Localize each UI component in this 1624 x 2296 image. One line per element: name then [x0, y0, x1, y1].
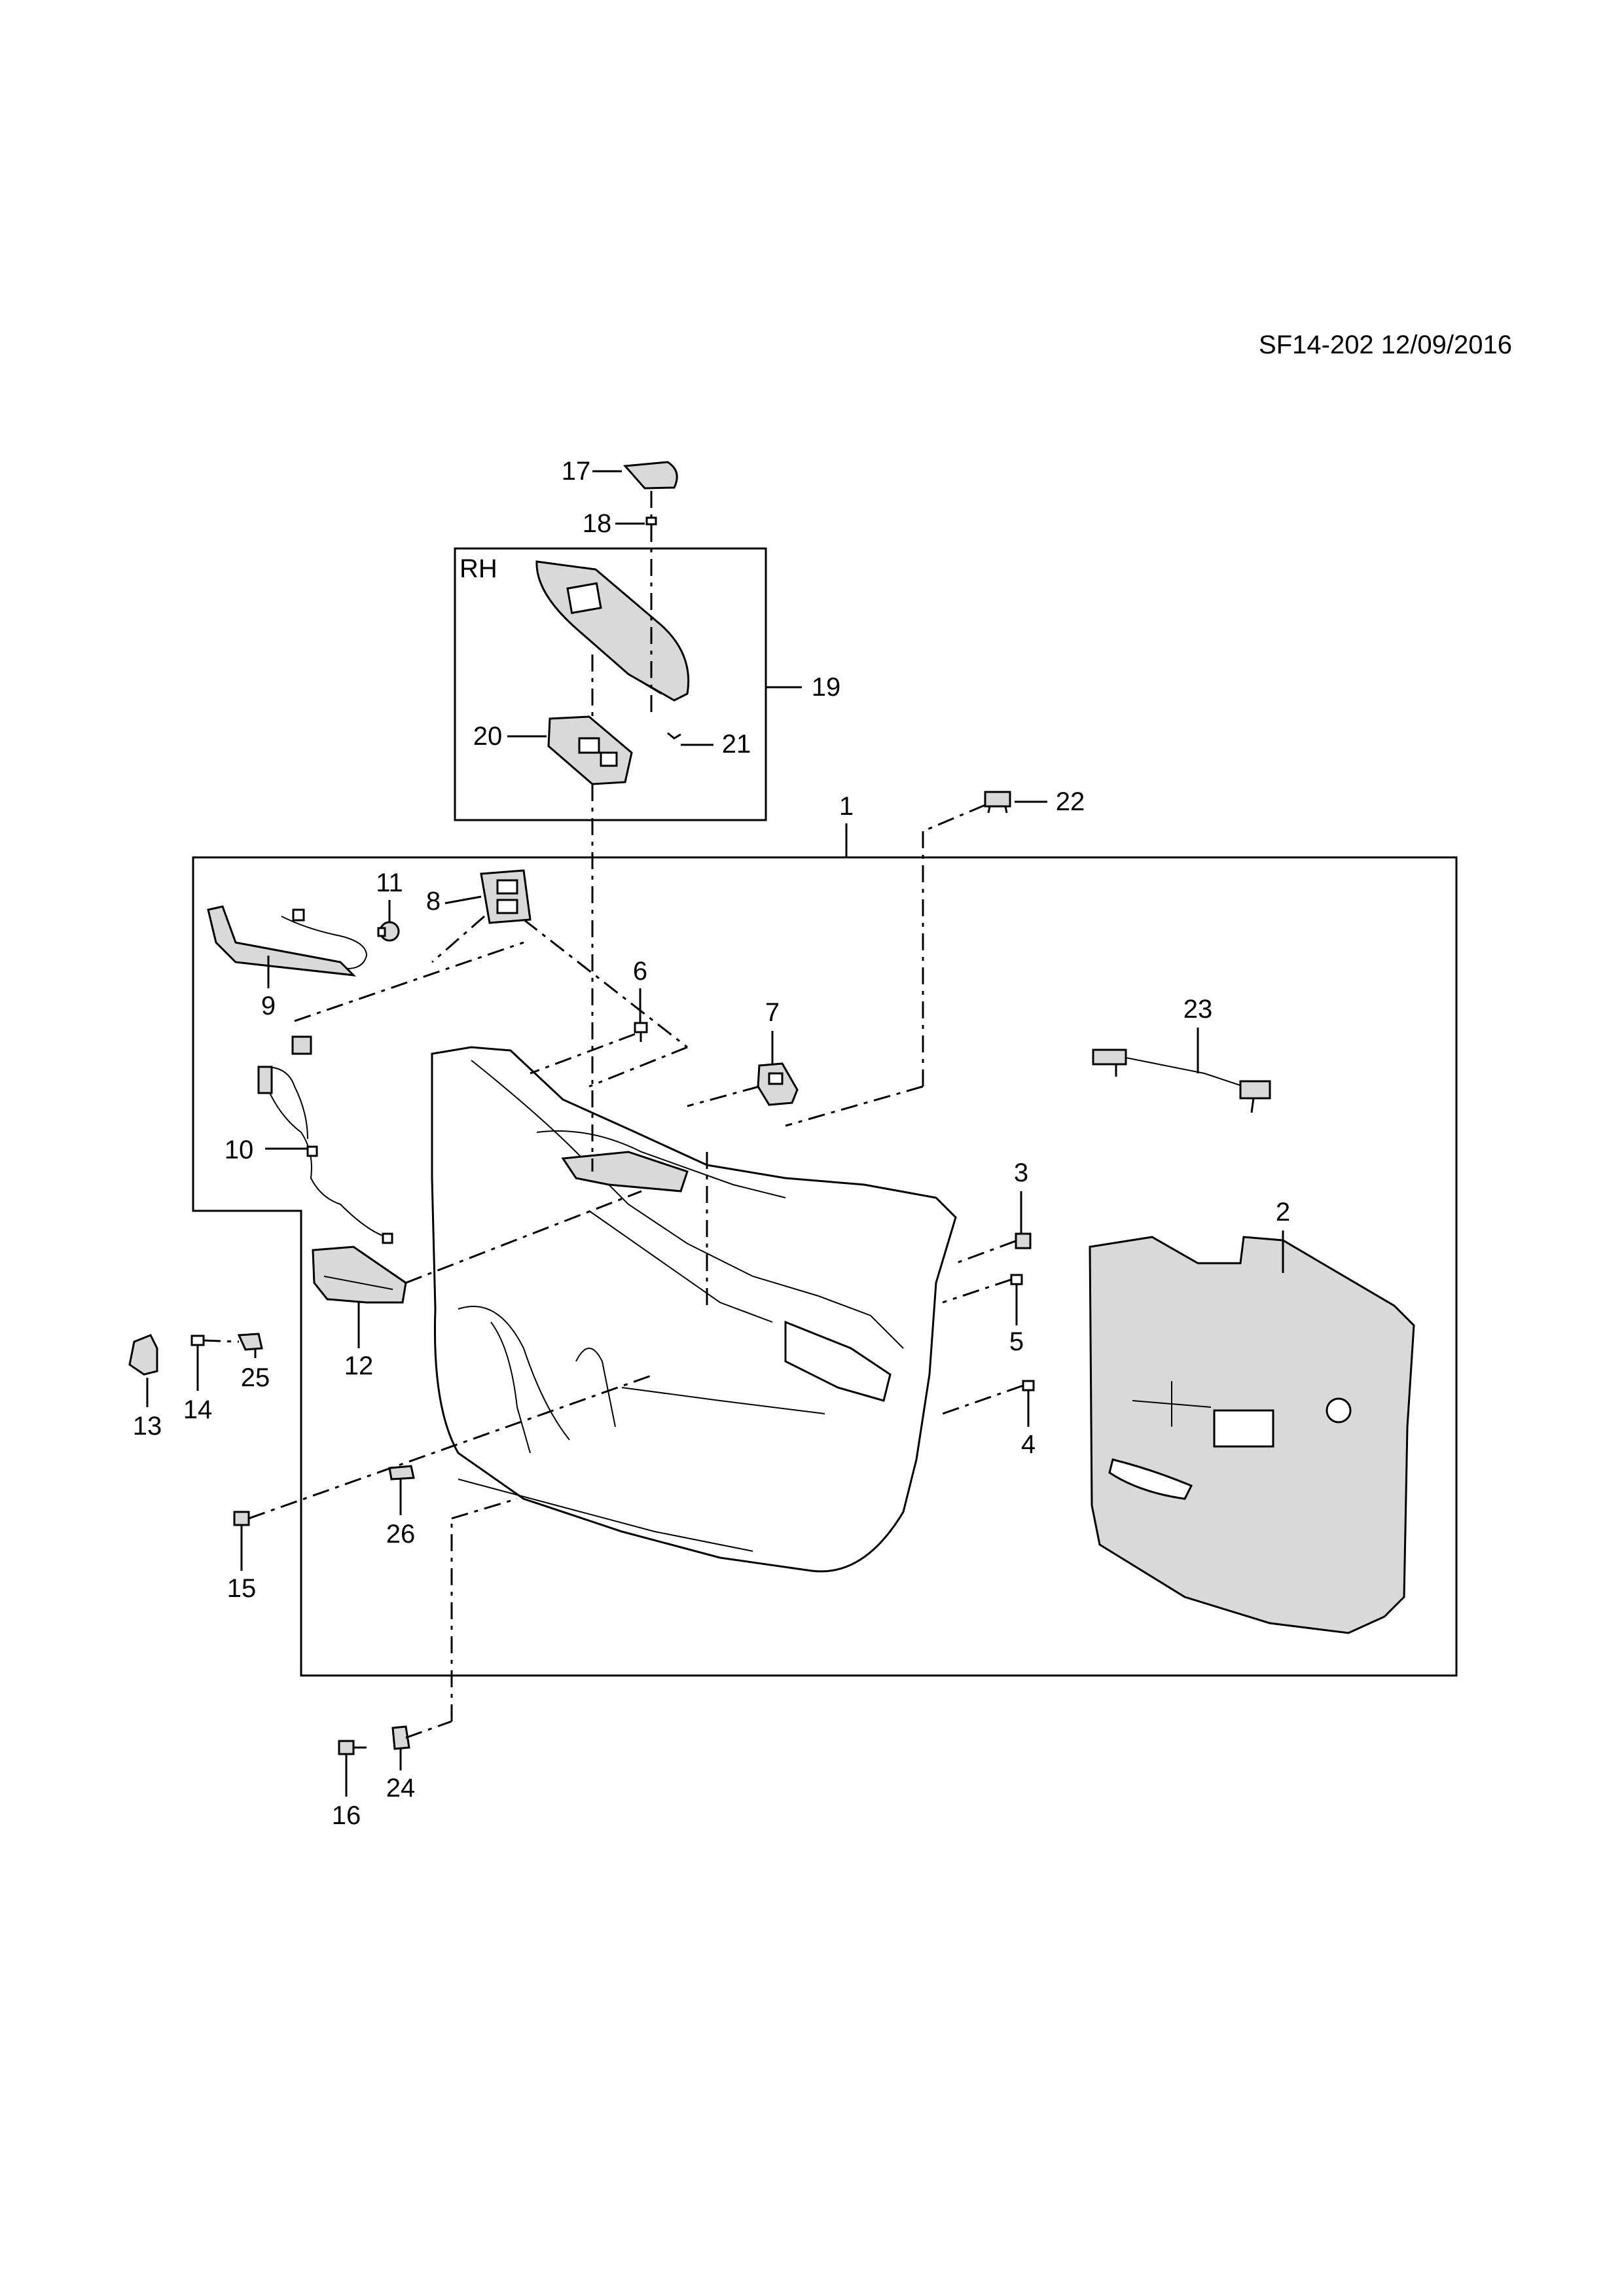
callout-7: 7: [765, 998, 780, 1027]
part-10-harness: [257, 1035, 393, 1244]
callout-5: 5: [1009, 1327, 1024, 1356]
callout-23: 23: [1183, 995, 1213, 1024]
part-4-clip: [1022, 1380, 1035, 1401]
callout-24: 24: [386, 1774, 416, 1803]
part-22-clip: [984, 791, 1011, 814]
callout-13: 13: [133, 1412, 162, 1441]
part-6-screw: [634, 1022, 648, 1042]
part-7-clip: [757, 1062, 799, 1106]
part-13-cover: [128, 1334, 158, 1376]
callout-9: 9: [261, 992, 276, 1020]
part-21-clip: [667, 732, 681, 740]
callout-11: 11: [376, 869, 403, 897]
callout-15: 15: [227, 1574, 257, 1603]
callout-8: 8: [426, 887, 441, 916]
part-19-switch-bezel: [535, 560, 690, 702]
part-3-nut: [1015, 1232, 1032, 1249]
part-9-harness: [207, 905, 368, 977]
callout-20: 20: [473, 722, 503, 751]
callout-26: 26: [386, 1520, 416, 1549]
callout-21: 21: [722, 730, 751, 759]
callout-14: 14: [183, 1395, 213, 1424]
callout-12: 12: [344, 1352, 374, 1380]
part-26-clip: [388, 1465, 415, 1480]
part-15-screw: [233, 1511, 250, 1538]
callout-2: 2: [1276, 1198, 1290, 1227]
part-5-screw: [1010, 1274, 1023, 1293]
part-2-insulator-pad: [1089, 1236, 1415, 1634]
rh-inset-label: RH: [460, 554, 497, 583]
callout-3: 3: [1014, 1158, 1028, 1187]
callout-16: 16: [332, 1801, 361, 1830]
document-reference: SF14-202 12/09/2016: [1259, 331, 1512, 359]
part-1-door-trim-panel: [431, 1046, 957, 1573]
callout-18: 18: [583, 509, 612, 538]
part-25-clip: [237, 1333, 263, 1351]
callout-19: 19: [812, 673, 841, 702]
callout-10: 10: [225, 1136, 254, 1164]
assembly-lines: [203, 491, 1024, 1739]
part-11-grommet: [377, 921, 400, 942]
assembly-frame-outline: [192, 856, 1458, 1677]
callout-22: 22: [1056, 787, 1085, 816]
part-17-cap: [623, 461, 678, 490]
part-23-cable: [1092, 1049, 1271, 1113]
part-12-door-handle: [312, 1246, 407, 1304]
rh-inset-box: [454, 547, 767, 821]
leader-lines: [146, 470, 1284, 1797]
part-14-screw: [190, 1335, 205, 1358]
callout-4: 4: [1021, 1430, 1036, 1459]
part-24-nut: [391, 1725, 410, 1750]
part-16-screw: [338, 1740, 367, 1755]
part-8-bracket: [480, 869, 532, 924]
callout-numbers: 1 2 3 4 5 6 7 8 9 10 11 12 13 14 15 16 1…: [133, 457, 1290, 1830]
callout-17: 17: [562, 457, 591, 486]
callout-25: 25: [241, 1363, 270, 1392]
part-20-window-switch: [547, 715, 633, 785]
callout-6: 6: [633, 957, 647, 986]
callout-1: 1: [839, 792, 854, 821]
